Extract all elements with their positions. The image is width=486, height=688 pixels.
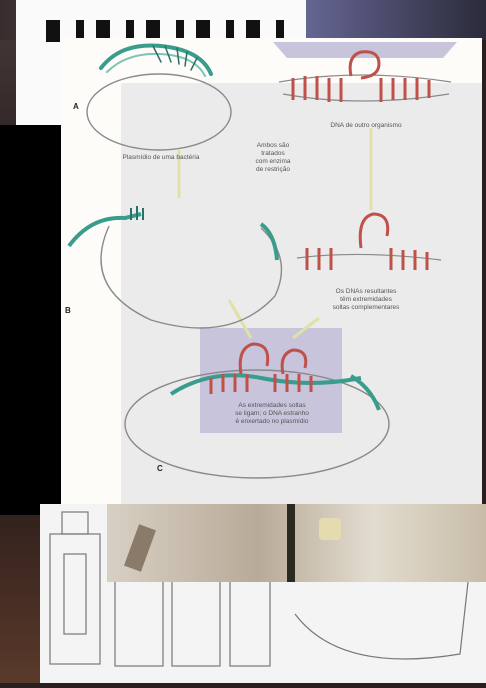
diagram-graphics: [67, 42, 457, 479]
restriction-enzyme-label: Ambos são tratados com enzima de restriç…: [255, 142, 291, 173]
recombinant-dna-diagram: A B C Plasmídio de uma bactéria DNA de o…: [61, 38, 482, 507]
panel-letter-a: A: [73, 102, 79, 111]
foreign-dna-highlight: [273, 42, 457, 58]
foreign-dna-label: DNA de outro organismo: [330, 122, 402, 129]
panel-letter-c: C: [157, 464, 163, 473]
lab-photo-strip: [107, 504, 486, 582]
plasmid-a: [86, 43, 232, 151]
diagram-panel-background: [121, 83, 482, 507]
plasmid-label: Plasmídio de uma bactéria: [122, 154, 200, 161]
recombinant-plasmid-c: [124, 342, 390, 479]
panel-letter-b: B: [65, 306, 71, 315]
ends-joined-label: As extremidades soltas se ligam; o DNA e…: [235, 402, 309, 425]
plasmid-b: [67, 206, 283, 329]
process-arrows: [177, 128, 373, 340]
foreign-dna: [278, 50, 452, 102]
black-panel: [0, 125, 62, 515]
resulting-ends-label: Os DNAs resultantes têm extremidades sol…: [332, 288, 400, 311]
cut-foreign-dna: [296, 212, 442, 270]
